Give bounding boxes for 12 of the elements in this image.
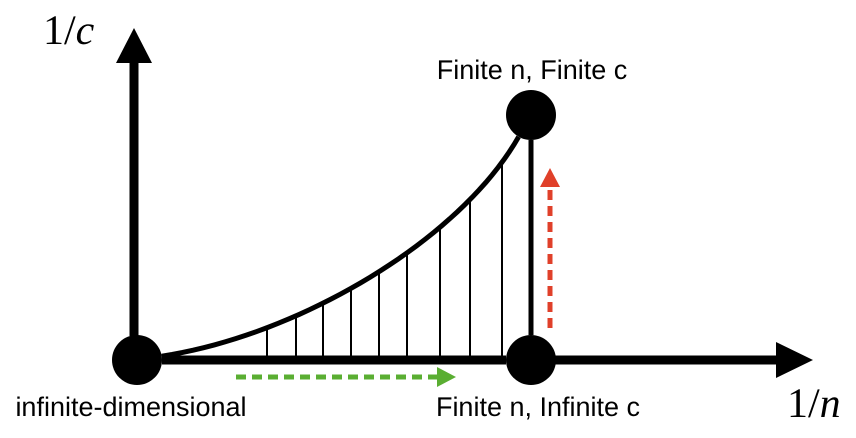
axis-label: 1/c: [43, 10, 94, 52]
node-caption: Finite n, Finite c: [436, 57, 628, 84]
node-caption: Finite n, Infinite c: [436, 394, 640, 421]
point-marker: [506, 90, 556, 140]
dashed-arrow: [236, 367, 456, 387]
node-caption: infinite-dimensional: [15, 394, 247, 421]
connector-line: [528, 140, 534, 335]
point-marker: [506, 335, 556, 385]
connector-line: [162, 356, 506, 364]
dashed-arrow: [540, 168, 560, 328]
axis-label: 1/n: [787, 383, 841, 425]
point-marker: [112, 335, 162, 385]
